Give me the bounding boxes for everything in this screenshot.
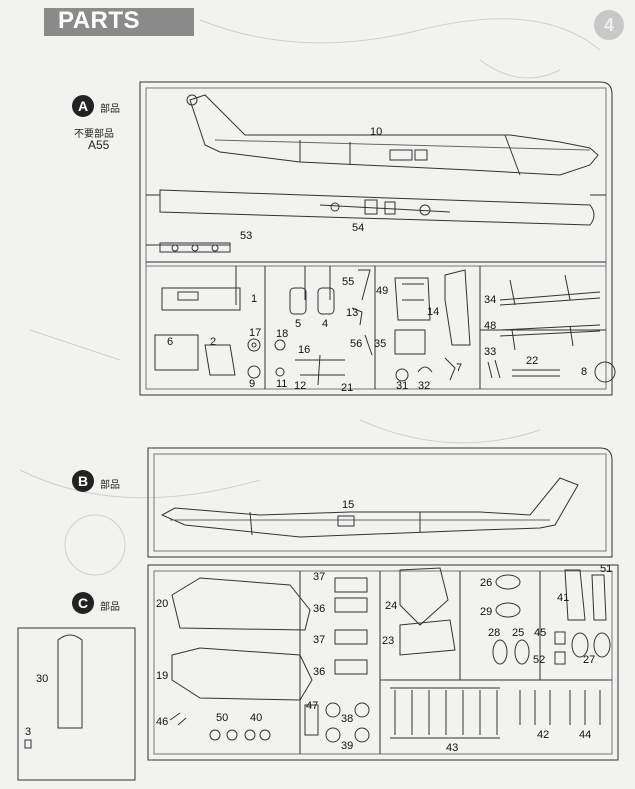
sprue-a-subtitle: 部品 — [100, 104, 120, 115]
sprue-a-small-parts — [154, 269, 616, 386]
part-53 — [159, 242, 231, 253]
part-label: 48 — [484, 320, 497, 332]
part-label: 10 — [370, 126, 383, 138]
part-label: 30 — [36, 673, 49, 685]
part-label: 3 — [25, 726, 32, 738]
part-label: 53 — [240, 230, 253, 242]
part-label: 32 — [418, 380, 431, 392]
sprue-c-badge: C — [72, 592, 94, 614]
part-label: 25 — [512, 627, 525, 639]
part-15-fuselage — [160, 477, 579, 538]
part-label: 56 — [350, 338, 363, 350]
part-label: 23 — [382, 635, 395, 647]
part-label: 41 — [557, 592, 570, 604]
part-label: 7 — [456, 362, 463, 374]
part-label: 40 — [250, 712, 263, 724]
part-label: 2 — [210, 336, 217, 348]
part-label: 4 — [322, 318, 329, 330]
part-label: 55 — [342, 276, 355, 288]
part-label: 13 — [346, 307, 359, 319]
part-43-row — [390, 687, 500, 739]
sprue-b-frame — [147, 447, 613, 558]
part-label: 46 — [156, 716, 169, 728]
part-label: 9 — [249, 378, 256, 390]
sprue-a-badge: A — [72, 95, 94, 117]
part-label: 14 — [427, 306, 440, 318]
part-label: 27 — [583, 654, 596, 666]
background-ghost-lines — [19, 18, 601, 576]
part-label: 31 — [396, 380, 409, 392]
part-label: 51 — [600, 563, 613, 575]
part-label: 22 — [526, 355, 539, 367]
part-label: 11 — [276, 378, 288, 390]
sprue-c-parts — [17, 567, 611, 781]
part-label: 24 — [385, 600, 398, 612]
part-10-fuselage — [186, 94, 599, 176]
part-label: 49 — [376, 285, 389, 297]
part-label: 28 — [488, 627, 501, 639]
part-label: 44 — [579, 729, 592, 741]
part-label: 8 — [581, 366, 588, 378]
part-label: 6 — [167, 336, 174, 348]
part-label: 54 — [352, 222, 365, 234]
part-label: 12 — [294, 380, 307, 392]
sprue-b-badge: B — [72, 470, 94, 492]
unused-parts-note: 不要部品 — [74, 129, 114, 140]
part-label: 29 — [480, 606, 493, 618]
part-label: 19 — [156, 670, 169, 682]
unused-part-number: A55 — [88, 138, 110, 152]
part-label: 21 — [341, 382, 354, 394]
part-label: 50 — [216, 712, 229, 724]
header-bar — [44, 8, 194, 36]
part-label: 15 — [342, 499, 355, 511]
page-number: 4 — [594, 10, 624, 40]
sprue-b-subtitle: 部品 — [100, 480, 120, 491]
part-label: 5 — [295, 318, 302, 330]
part-label: 36 — [313, 666, 326, 678]
part-label: 17 — [249, 327, 262, 339]
part-label: 43 — [446, 742, 459, 754]
sprue-c-subtitle: 部品 — [100, 602, 120, 613]
part-label: 47 — [306, 700, 319, 712]
part-label: 37 — [313, 571, 326, 583]
part-label: 1 — [251, 293, 258, 305]
part-label: 36 — [313, 603, 326, 615]
part-label: 33 — [484, 346, 497, 358]
part-54-rotor-hub — [159, 189, 595, 226]
part-label: 16 — [298, 344, 311, 356]
part-label: 35 — [374, 338, 387, 350]
part-label: 34 — [484, 294, 497, 306]
part-label: 20 — [156, 598, 169, 610]
part-label: 38 — [341, 713, 354, 725]
part-label: 45 — [534, 627, 547, 639]
sprue-c-frame — [147, 564, 619, 761]
part-label: 39 — [341, 740, 354, 752]
part-label: 42 — [537, 729, 550, 741]
part-label: 37 — [313, 634, 326, 646]
part-label: 52 — [533, 654, 546, 666]
page-title: PARTS — [58, 7, 141, 34]
part-label: 26 — [480, 577, 493, 589]
part-label: 18 — [276, 328, 289, 340]
